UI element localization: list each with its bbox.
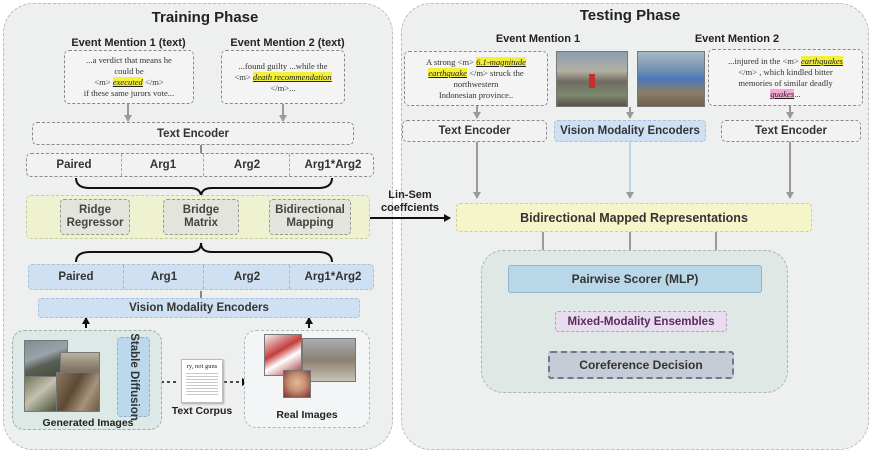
trigger-highlight-pink: quakes xyxy=(770,88,795,99)
training-mention1-line2: could be xyxy=(114,66,144,76)
vision-feature-arg1: Arg1 xyxy=(123,265,204,289)
lin-sem-label: Lin-Sem coeffcients xyxy=(380,189,440,214)
testing-image-1 xyxy=(556,51,628,107)
testing-mention1-box: A strong <m> 6.1-magnitude earthquake </… xyxy=(404,51,548,106)
vision-feature-row: Paired Arg1 Arg2 Arg1*Arg2 xyxy=(28,264,374,290)
testing-mention2-line2: </m> , which kindled bitter xyxy=(738,66,833,77)
testing-mention1-line3: northwestern xyxy=(453,78,499,89)
mixed-modality-ensembles: Mixed-Modality Ensembles xyxy=(555,311,727,332)
ridge-regressor: Ridge Regressor xyxy=(60,199,130,235)
trigger-highlight: executed xyxy=(112,77,143,87)
training-phase-title: Training Phase xyxy=(151,9,259,26)
real-image-portrait xyxy=(283,370,311,398)
training-text-encoder: Text Encoder xyxy=(32,122,354,145)
testing-mention2-box: ...injured in the <m> earthquakes </m> ,… xyxy=(708,49,863,106)
testing-text-encoder-right: Text Encoder xyxy=(721,120,861,142)
generated-image-4 xyxy=(56,372,100,412)
vision-feature-arg1-arg2: Arg1*Arg2 xyxy=(289,265,376,289)
training-mention2-line2: <m> death recommendation xyxy=(234,71,332,82)
training-vision-encoders: Vision Modality Encoders xyxy=(38,298,360,318)
text-corpus-thumbnail: ry, not guns xyxy=(181,359,223,403)
text-corpus-label: Text Corpus xyxy=(171,405,233,417)
text-corpus-snippet: ry, not guns xyxy=(186,363,218,370)
training-mention1-box: ...a verdict that means he could be <m> … xyxy=(64,50,194,104)
testing-image-2 xyxy=(637,51,705,107)
generated-image-3 xyxy=(24,376,60,412)
training-mention2-line3: </m>... xyxy=(270,82,296,93)
testing-mention1-line1: A strong <m> 6.1-magnitude earthquake </… xyxy=(426,56,526,78)
testing-mention2-title: Event Mention 2 xyxy=(694,33,780,45)
testing-mention2-line4: quakes... xyxy=(770,88,801,99)
training-mention2-line1: ...found guilty ...while the xyxy=(238,60,328,71)
coreference-decision: Coreference Decision xyxy=(548,351,734,379)
training-mention1-title: Event Mention 1 (text) xyxy=(71,37,186,49)
bidirectional-mapped-representations: Bidirectional Mapped Representations xyxy=(456,203,812,232)
training-mention1-line4: if these same jurors vote... xyxy=(83,88,175,98)
stable-diffusion-box: Stable Diffusion xyxy=(117,333,150,421)
figure-red-shirt xyxy=(589,74,595,88)
bidirectional-mapping: Bidirectional Mapping xyxy=(269,199,351,235)
text-feature-arg1: Arg1 xyxy=(121,154,204,176)
testing-vision-encoders: Vision Modality Encoders xyxy=(554,120,706,142)
testing-mention2-line3: memories of similar deadly xyxy=(738,77,833,88)
testing-mention1-line4: Indonesian province.. xyxy=(438,89,514,100)
testing-phase-title: Testing Phase xyxy=(579,7,681,24)
text-feature-arg2: Arg2 xyxy=(203,154,290,176)
stable-diffusion-label: Stable Diffusion xyxy=(127,333,140,421)
vision-feature-arg2: Arg2 xyxy=(203,265,290,289)
training-mention1-line3: <m> executed </m> xyxy=(94,77,164,87)
testing-mention1-title: Event Mention 1 xyxy=(495,33,581,45)
training-mention2-box: ...found guilty ...while the <m> death r… xyxy=(221,50,345,104)
real-image-building xyxy=(302,338,356,382)
text-feature-arg1-arg2: Arg1*Arg2 xyxy=(289,154,376,176)
testing-text-encoder-left: Text Encoder xyxy=(402,120,547,142)
testing-mention2-line1: ...injured in the <m> earthquakes xyxy=(728,55,843,66)
real-images-label: Real Images xyxy=(276,409,338,421)
trigger-highlight: death recommendation xyxy=(252,71,332,82)
generated-images-label: Generated Images xyxy=(42,417,134,429)
pairwise-scorer: Pairwise Scorer (MLP) xyxy=(508,265,762,293)
training-mention2-title: Event Mention 2 (text) xyxy=(230,37,345,49)
training-mention1-line1: ...a verdict that means he xyxy=(86,55,172,65)
vision-feature-paired: Paired xyxy=(58,271,94,283)
text-lines-decoration xyxy=(186,373,218,397)
text-feature-paired: Paired xyxy=(56,159,92,171)
text-feature-row: Paired Arg1 Arg2 Arg1*Arg2 xyxy=(26,153,374,177)
bridge-matrix: Bridge Matrix xyxy=(163,199,239,235)
trigger-highlight: earthquakes xyxy=(800,55,843,66)
